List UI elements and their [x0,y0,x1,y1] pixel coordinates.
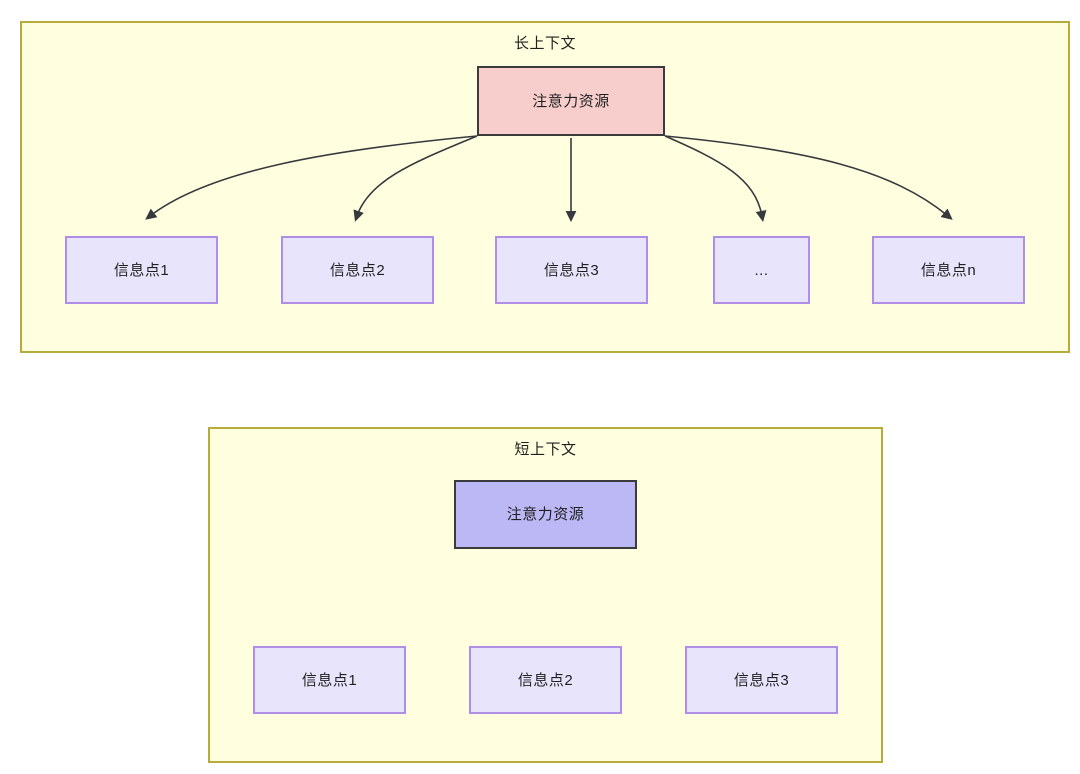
node-short-attention-resource-label: 注意力资源 [506,506,585,523]
node-long-info-1[interactable]: 信息点1 [65,236,218,304]
node-long-info-n-label: 信息点n [920,261,977,279]
node-long-info-1-label: 信息点1 [113,261,170,279]
node-short-info-2-label: 信息点2 [517,671,574,689]
node-short-info-1-label: 信息点1 [301,671,358,689]
node-short-attention-resource[interactable]: 注意力资源 [454,480,637,549]
panel-long-context-title: 长上下文 [513,35,576,52]
node-long-info-n[interactable]: 信息点n [872,236,1025,304]
node-short-info-1[interactable]: 信息点1 [253,646,406,714]
node-long-info-2-label: 信息点2 [329,261,386,279]
node-short-info-3-label: 信息点3 [733,671,790,689]
node-long-info-ellipsis[interactable]: ... [713,236,810,304]
node-long-attention-resource-label: 注意力资源 [532,92,610,110]
node-short-info-3[interactable]: 信息点3 [685,646,838,714]
node-long-info-3-label: 信息点3 [543,261,600,279]
node-long-info-ellipsis-label: ... [754,261,769,279]
node-long-attention-resource[interactable]: 注意力资源 [477,66,665,136]
node-long-info-2[interactable]: 信息点2 [281,236,434,304]
panel-short-context-title: 短上下文 [514,441,577,458]
node-long-info-3[interactable]: 信息点3 [495,236,648,304]
node-short-info-2[interactable]: 信息点2 [469,646,622,714]
